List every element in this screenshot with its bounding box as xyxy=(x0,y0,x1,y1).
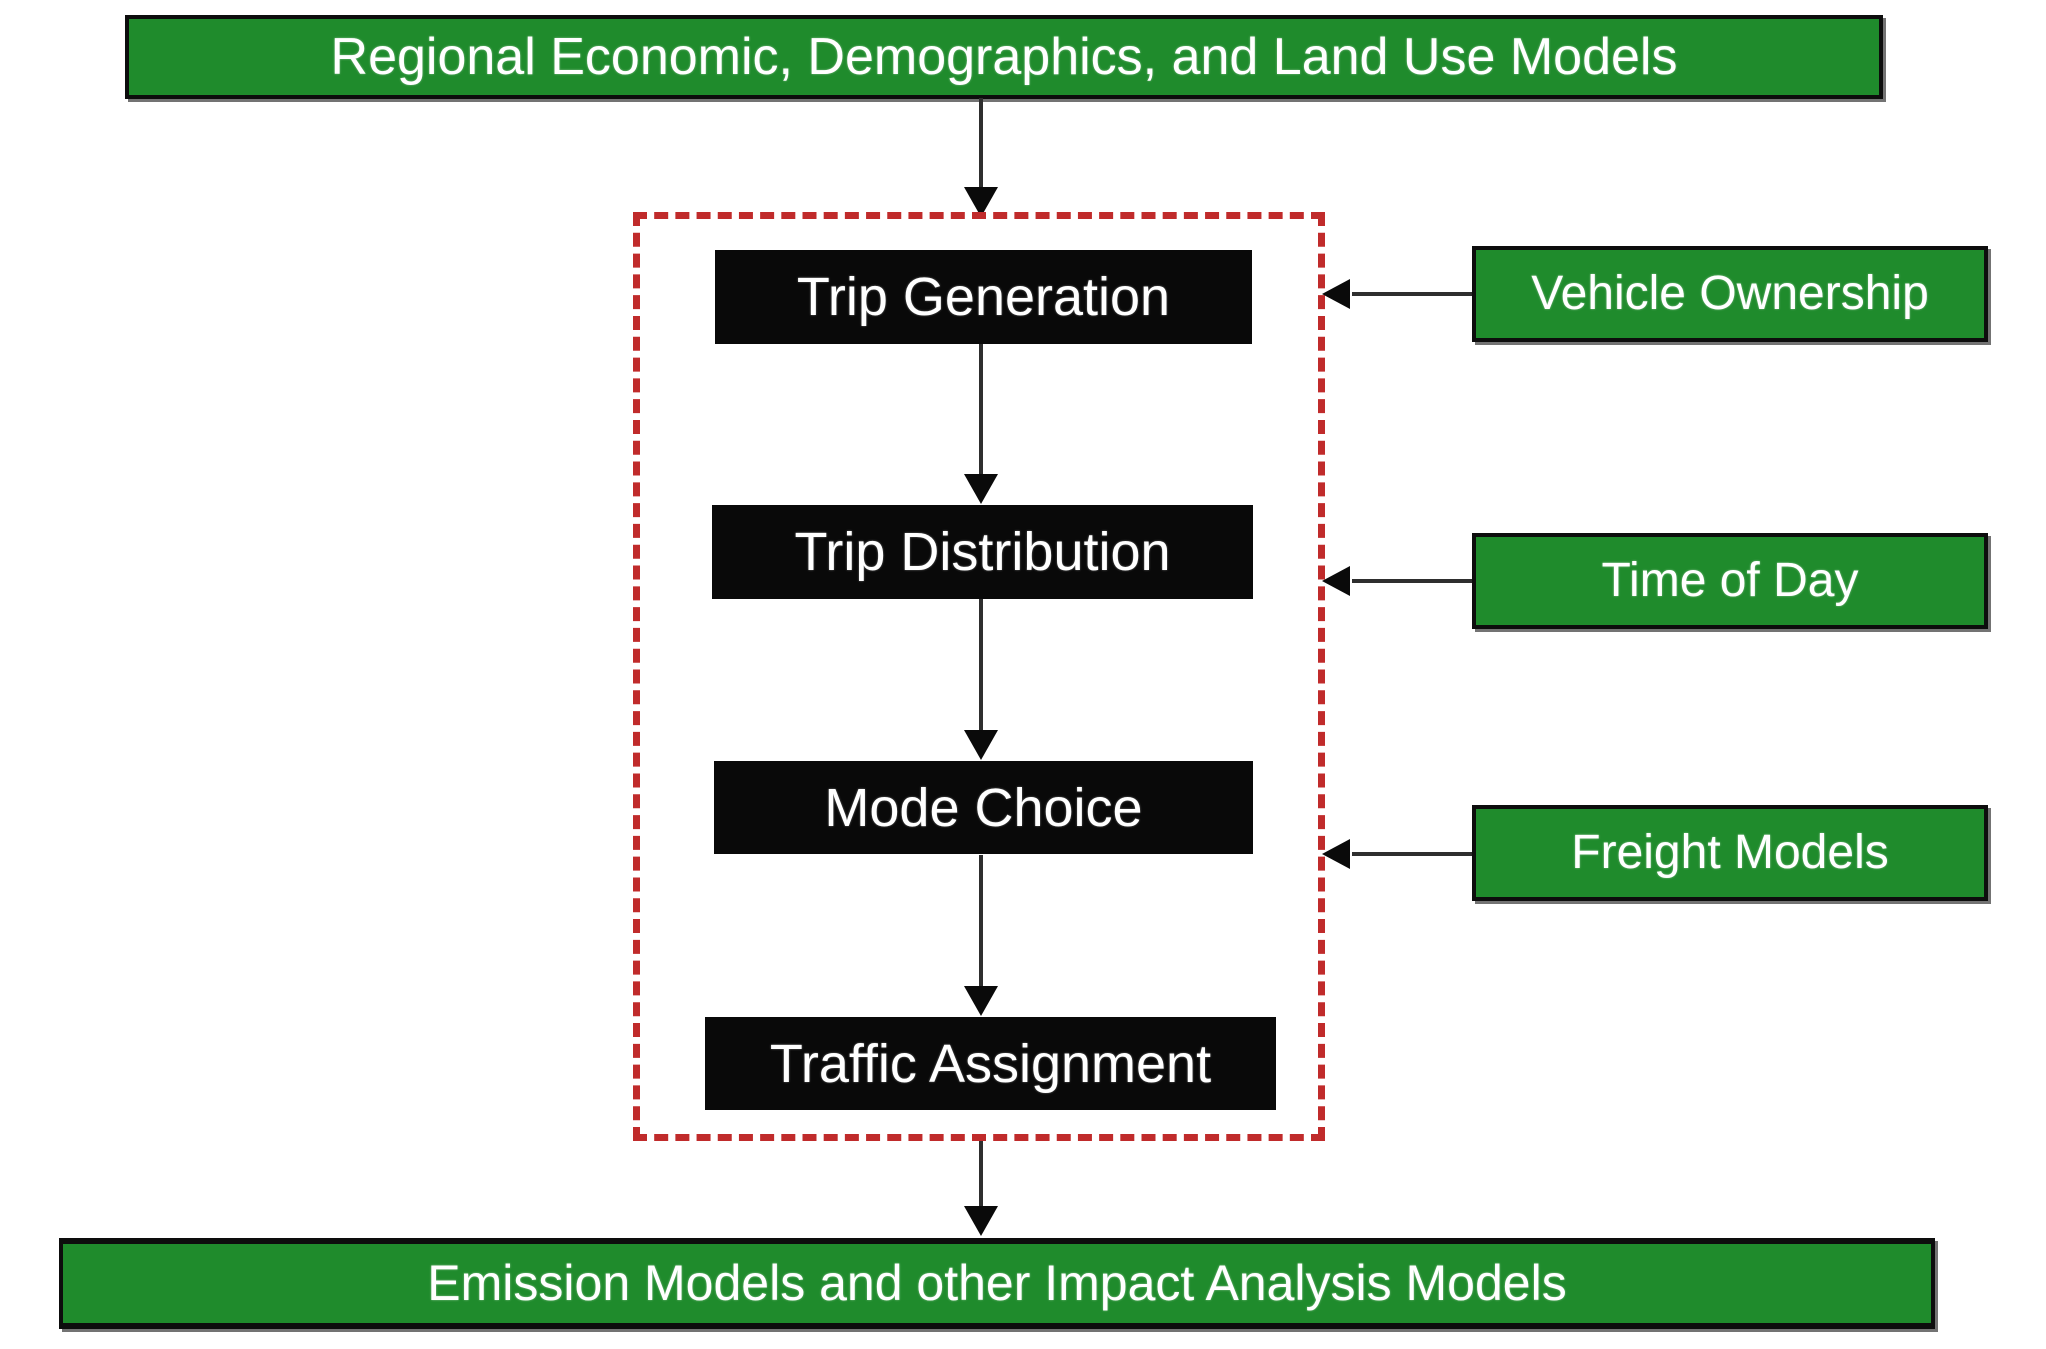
freight-models-label: Freight Models xyxy=(1571,825,1889,879)
step-traffic-assignment-label: Traffic Assignment xyxy=(769,1033,1212,1094)
emission-models-box: Emission Models and other Impact Analysi… xyxy=(59,1238,1935,1329)
arrow-down-icon xyxy=(964,474,998,504)
emission-models-label: Emission Models and other Impact Analysi… xyxy=(427,1255,1567,1312)
step-trip-distribution-label: Trip Distribution xyxy=(794,522,1171,582)
arrow-vehicle-ownership-line xyxy=(1352,292,1472,296)
arrow-generation-to-distribution-line xyxy=(979,344,983,480)
step-mode-choice-box: Mode Choice xyxy=(714,761,1253,854)
arrow-top-to-group-line xyxy=(979,98,983,194)
four-step-model-group-border xyxy=(633,212,1325,1141)
arrow-down-icon xyxy=(964,1206,998,1236)
arrow-left-icon xyxy=(1322,566,1350,596)
time-of-day-box: Time of Day xyxy=(1472,533,1988,629)
step-trip-generation-box: Trip Generation xyxy=(715,250,1252,344)
arrow-down-icon xyxy=(964,986,998,1016)
vehicle-ownership-box: Vehicle Ownership xyxy=(1472,246,1988,342)
arrow-down-icon xyxy=(964,730,998,760)
regional-models-box: Regional Economic, Demographics, and Lan… xyxy=(125,15,1883,99)
step-mode-choice-label: Mode Choice xyxy=(824,777,1143,838)
arrow-freight-models-line xyxy=(1352,852,1472,856)
arrow-group-to-emissions-line xyxy=(979,1141,983,1211)
arrow-distribution-to-mode-line xyxy=(979,599,983,735)
arrow-mode-to-assignment-line xyxy=(979,855,983,991)
arrow-time-of-day-line xyxy=(1352,579,1472,583)
step-trip-generation-label: Trip Generation xyxy=(796,267,1171,327)
freight-models-box: Freight Models xyxy=(1472,805,1988,901)
vehicle-ownership-label: Vehicle Ownership xyxy=(1531,266,1929,320)
regional-models-label: Regional Economic, Demographics, and Lan… xyxy=(330,27,1678,86)
arrow-left-icon xyxy=(1322,279,1350,309)
step-traffic-assignment-box: Traffic Assignment xyxy=(705,1017,1276,1110)
time-of-day-label: Time of Day xyxy=(1601,553,1859,607)
step-trip-distribution-box: Trip Distribution xyxy=(712,505,1253,599)
arrow-left-icon xyxy=(1322,839,1350,869)
